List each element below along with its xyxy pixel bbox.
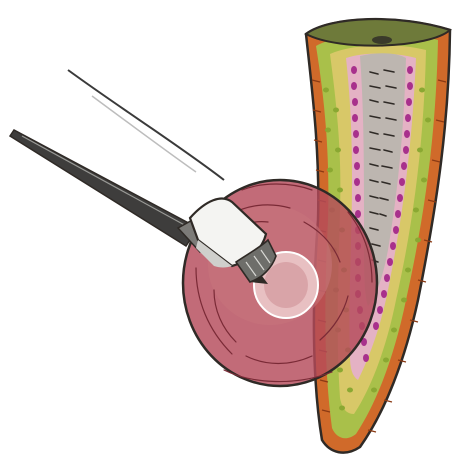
tool-shaft [10,130,198,246]
tissue-top-core [372,36,392,44]
disc-center [264,262,308,308]
tool-outline-upper [68,70,224,180]
tool-outline-lower [92,96,196,172]
pipette-tool [10,70,276,284]
